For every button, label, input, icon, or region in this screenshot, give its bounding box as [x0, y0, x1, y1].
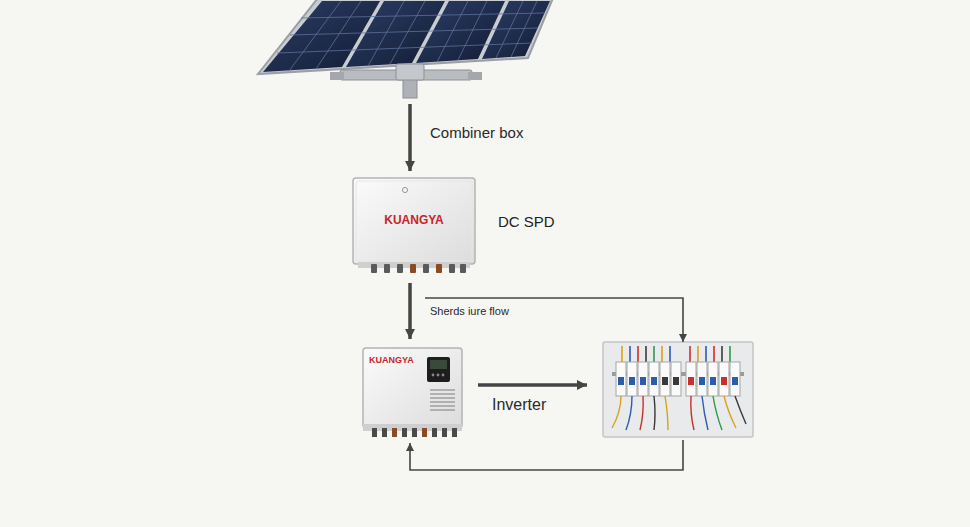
brand-name: KUANGYA: [384, 214, 444, 228]
breaker-panel-node: [603, 342, 753, 437]
inverter-node: KUANGYA: [363, 348, 462, 437]
flow-arrow: [478, 383, 587, 387]
combiner-box-node: KUANGYADC SPD: [353, 178, 475, 273]
brand-name: KUANGYA: [369, 355, 414, 365]
flow-arrow: [425, 298, 683, 342]
flow-arrow: [408, 283, 412, 339]
breaker-panel-illustration: [603, 342, 753, 437]
flow-arrow: [408, 104, 412, 171]
flow-arrow: [410, 440, 683, 470]
solar-panel: [258, 0, 553, 98]
solar-panel-node: [258, 0, 553, 98]
flow-label: Sherds iure flow: [428, 305, 511, 318]
flow-label: Combiner box: [428, 124, 525, 141]
device-label: DC SPD: [498, 213, 555, 230]
flow-label: Inverter: [490, 396, 548, 414]
combiner-box-illustration: [353, 178, 475, 273]
inverter-illustration: [363, 348, 462, 437]
